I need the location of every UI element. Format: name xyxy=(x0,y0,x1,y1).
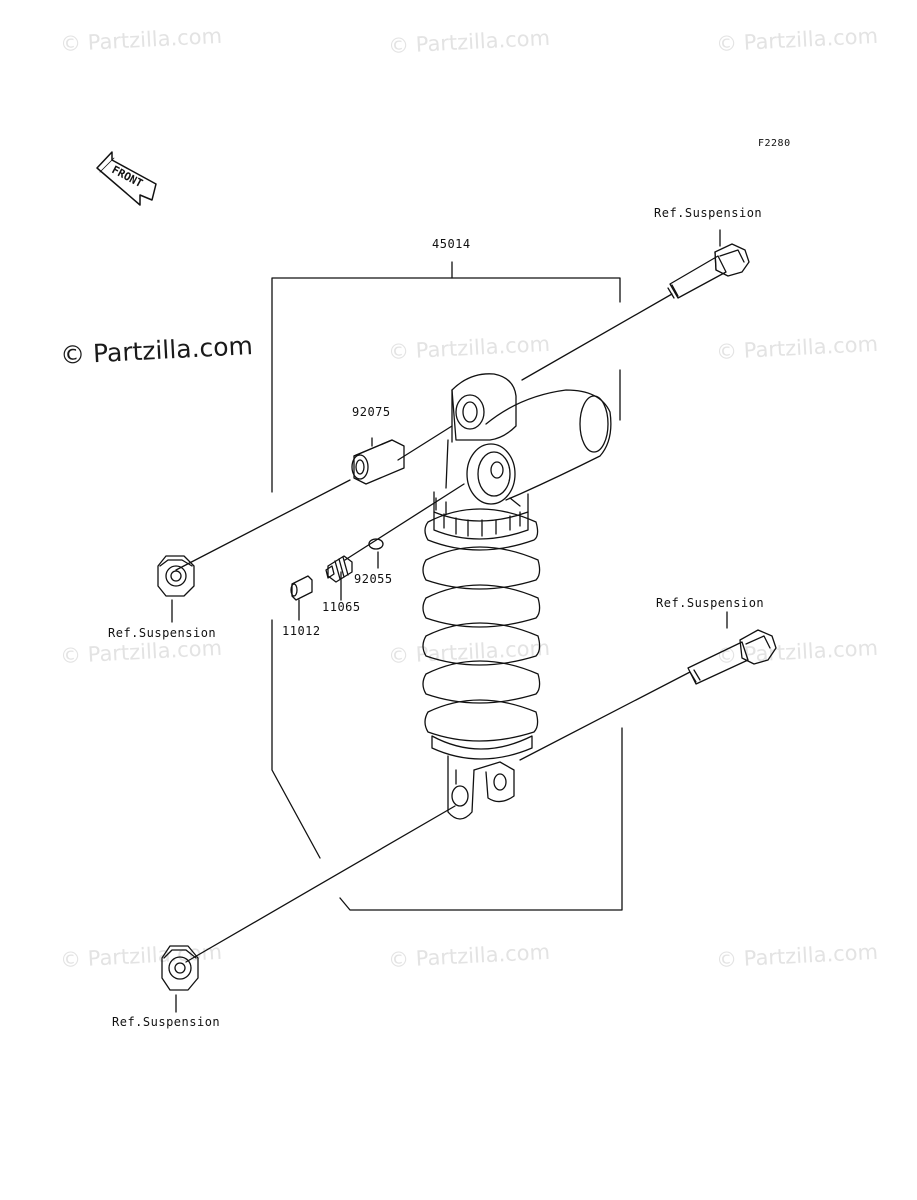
leader-top-bolt xyxy=(521,293,673,381)
leader-top-nut xyxy=(175,479,351,571)
ref-suspension-top-bolt[interactable]: Ref.Suspension xyxy=(654,206,763,220)
top-nut xyxy=(157,555,195,597)
leader-bottom-nut xyxy=(185,805,456,963)
ref-suspension-bottom-bolt[interactable]: Ref.Suspension xyxy=(656,596,765,610)
assembly-bracket xyxy=(271,261,453,493)
ref-suspension-top-nut[interactable]: Ref.Suspension xyxy=(108,626,217,640)
part-number-45014[interactable]: 45014 xyxy=(432,237,471,251)
bottom-nut xyxy=(161,945,199,991)
part-number-92055[interactable]: 92055 xyxy=(354,572,393,586)
front-arrow-icon: FRONT xyxy=(96,151,157,206)
part-number-92075[interactable]: 92075 xyxy=(352,405,391,419)
cap-11012 xyxy=(290,575,313,601)
diagram-code: F2280 xyxy=(758,138,791,149)
leader-bottom-bolt xyxy=(519,671,691,761)
bushing-92075 xyxy=(351,439,405,485)
part-number-11065[interactable]: 11065 xyxy=(322,600,361,614)
bottom-bolt xyxy=(687,629,777,685)
shock-absorber xyxy=(422,373,612,820)
ref-suspension-bottom-nut[interactable]: Ref.Suspension xyxy=(112,1015,221,1029)
o-ring-92055 xyxy=(368,538,384,550)
top-bolt xyxy=(667,243,750,299)
valve-11065 xyxy=(325,555,353,583)
part-number-11012[interactable]: 11012 xyxy=(282,624,321,638)
front-label: FRONT xyxy=(110,163,146,190)
